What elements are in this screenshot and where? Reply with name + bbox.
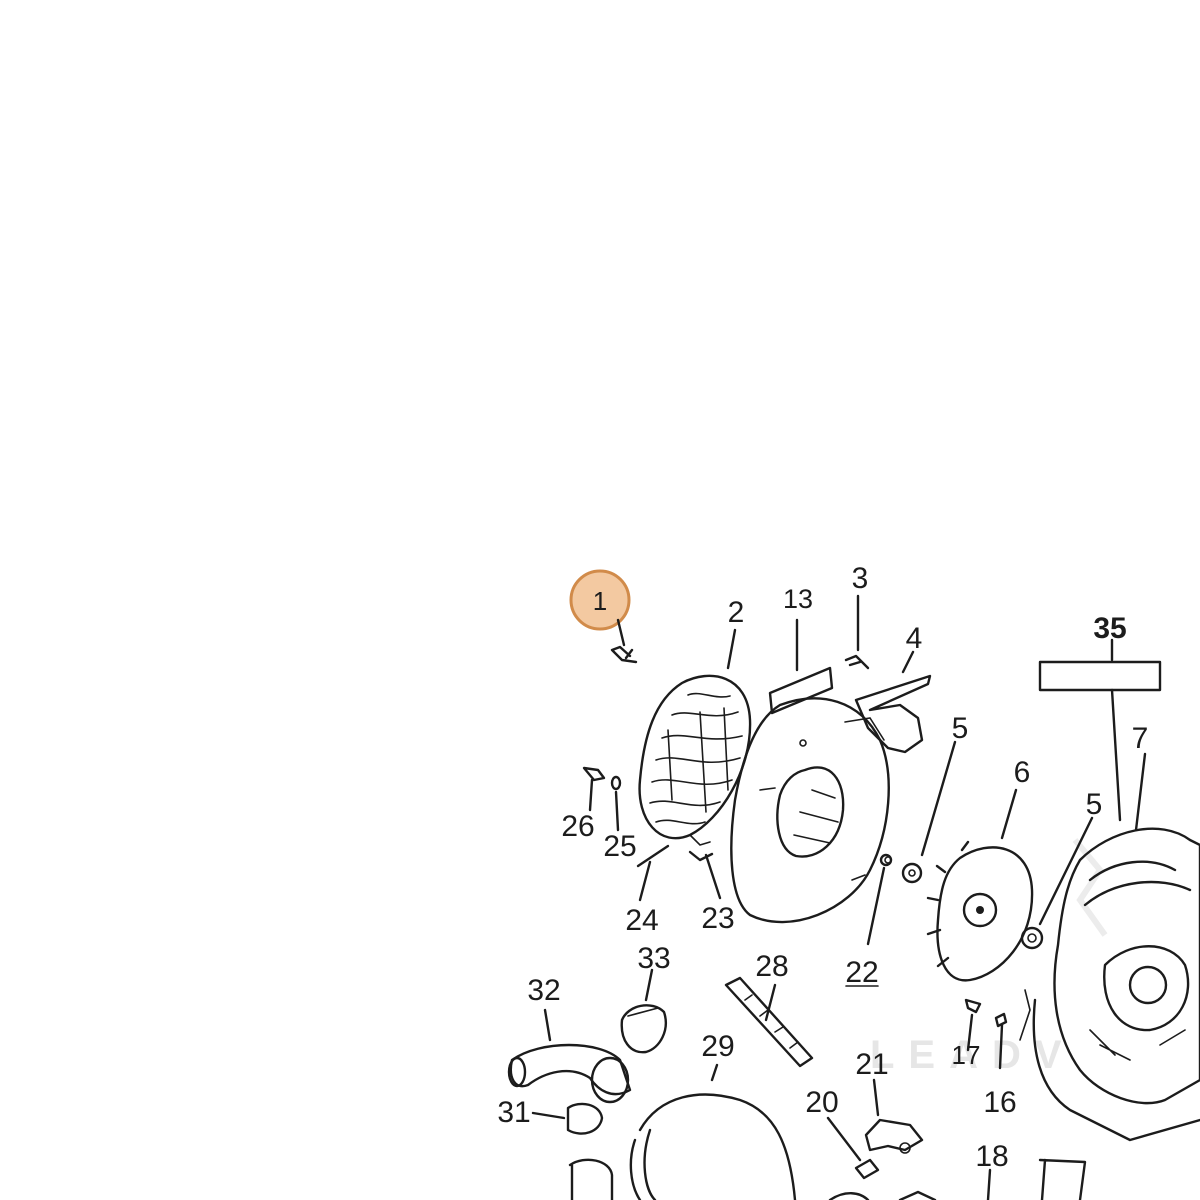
part-25-washer[interactable] bbox=[610, 775, 622, 832]
part-18[interactable] bbox=[986, 1158, 1087, 1200]
part-7-engine-housing[interactable] bbox=[1019, 752, 1200, 1142]
part-24-pin[interactable] bbox=[636, 844, 670, 902]
part-28-strip[interactable] bbox=[724, 976, 814, 1068]
callout-5-a[interactable]: 5 bbox=[952, 712, 969, 745]
callout-17[interactable]: 17 bbox=[952, 1040, 981, 1070]
part-23[interactable] bbox=[688, 850, 722, 900]
callout-2[interactable]: 2 bbox=[728, 596, 745, 629]
callout-16[interactable]: 16 bbox=[983, 1086, 1016, 1119]
callout-31[interactable]: 31 bbox=[497, 1096, 530, 1129]
callout-6[interactable]: 6 bbox=[1014, 756, 1031, 789]
callout-23[interactable]: 23 bbox=[701, 902, 734, 935]
part-31-clamp[interactable] bbox=[531, 1102, 614, 1200]
callout-21[interactable]: 21 bbox=[855, 1048, 888, 1081]
callout-labels: 1 2 13 3 4 35 5 7 6 5 26 25 24 23 22 33 … bbox=[497, 562, 1148, 1173]
part-5-washer-a[interactable] bbox=[901, 740, 957, 884]
part-3-screw[interactable] bbox=[844, 594, 870, 670]
part-17-screw[interactable] bbox=[964, 998, 982, 1052]
part-29-blower-tube[interactable] bbox=[629, 1063, 797, 1200]
part-2-grille-cover[interactable] bbox=[638, 628, 752, 846]
part-21-clamp[interactable] bbox=[864, 1078, 924, 1154]
part-35-assembly-bracket[interactable] bbox=[1038, 638, 1162, 822]
callout-4[interactable]: 4 bbox=[906, 622, 923, 655]
callout-18[interactable]: 18 bbox=[975, 1140, 1008, 1173]
part-5-washer-b[interactable] bbox=[1020, 816, 1094, 950]
callout-28[interactable]: 28 bbox=[755, 950, 788, 983]
part-32-elbow-hose[interactable] bbox=[507, 1008, 632, 1104]
highlighted-callout-1[interactable] bbox=[569, 569, 631, 631]
fan-housing[interactable] bbox=[730, 697, 892, 924]
callout-29[interactable]: 29 bbox=[701, 1030, 734, 1063]
callout-25[interactable]: 25 bbox=[603, 830, 636, 863]
watermark-text: LEADV bbox=[870, 1033, 1076, 1077]
callout-7[interactable]: 7 bbox=[1132, 722, 1149, 755]
highlight-circle bbox=[569, 569, 631, 631]
watermark: LEADV bbox=[870, 838, 1108, 1077]
callout-3[interactable]: 3 bbox=[852, 562, 869, 595]
part-16-washer[interactable] bbox=[994, 1012, 1008, 1070]
callout-32[interactable]: 32 bbox=[527, 974, 560, 1007]
callout-1[interactable]: 1 bbox=[593, 586, 607, 616]
part-1-screw[interactable] bbox=[610, 618, 638, 664]
part-20[interactable] bbox=[826, 1116, 880, 1180]
part-26-screw[interactable] bbox=[582, 766, 606, 812]
part-6-impeller[interactable] bbox=[926, 788, 1034, 982]
callout-26[interactable]: 26 bbox=[561, 810, 594, 843]
callout-35[interactable]: 35 bbox=[1093, 612, 1126, 645]
part-13-strip[interactable] bbox=[768, 618, 834, 715]
callout-24[interactable]: 24 bbox=[625, 904, 658, 937]
callout-13[interactable]: 13 bbox=[783, 584, 813, 614]
callout-5-b[interactable]: 5 bbox=[1086, 788, 1103, 821]
part-22-pin[interactable] bbox=[866, 853, 893, 946]
callout-22[interactable]: 22 bbox=[845, 956, 878, 989]
partial-parts-bottom bbox=[828, 1190, 937, 1200]
part-33-collar[interactable] bbox=[620, 968, 667, 1054]
callout-20[interactable]: 20 bbox=[805, 1086, 838, 1119]
callout-33[interactable]: 33 bbox=[637, 942, 670, 975]
